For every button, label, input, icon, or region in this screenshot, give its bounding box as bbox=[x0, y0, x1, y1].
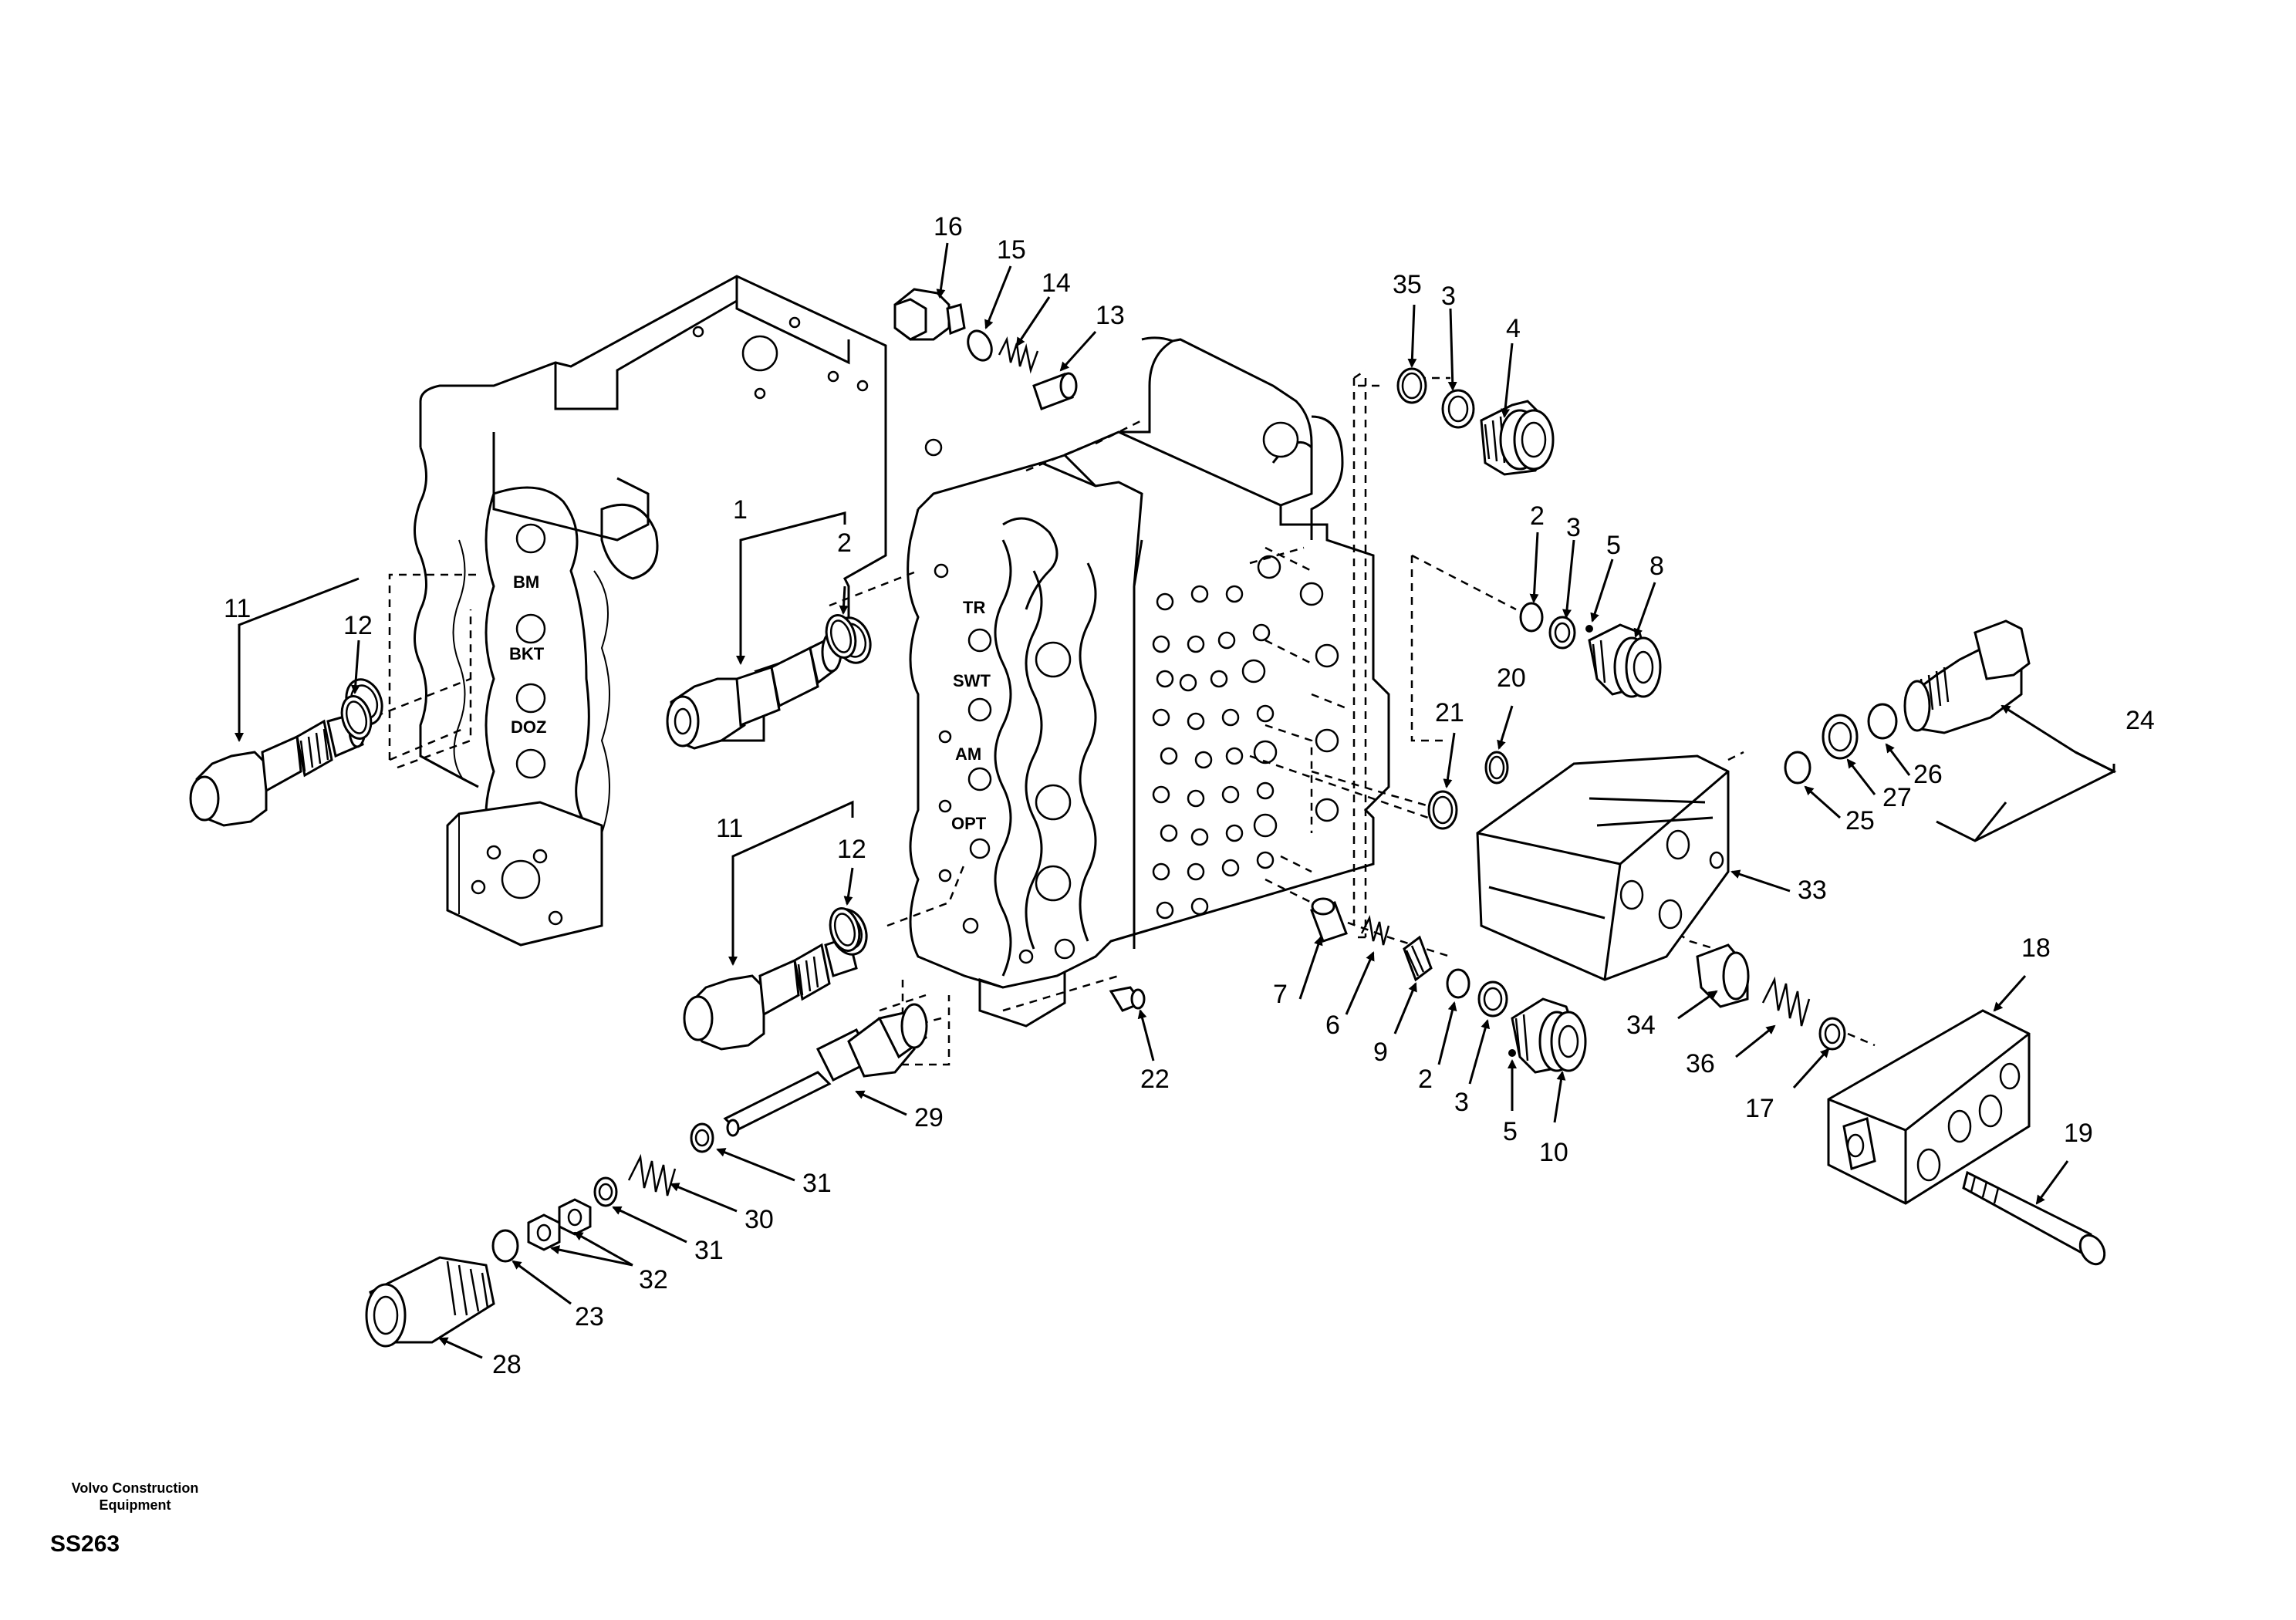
brand-line-1: Volvo Construction bbox=[71, 1480, 199, 1496]
brand-line-2: Equipment bbox=[99, 1497, 171, 1513]
block-18 bbox=[1827, 1009, 2031, 1205]
parts-34-36-17 bbox=[1696, 943, 1846, 1051]
spool-29 bbox=[723, 1003, 928, 1137]
callout-numbers: 16 15 14 13 35 3 4 2 3 5 8 24 26 27 25 2… bbox=[224, 212, 2155, 1379]
callout-26: 26 bbox=[1913, 760, 1943, 789]
label-doz: DOZ bbox=[511, 717, 546, 737]
callout-36: 36 bbox=[1686, 1049, 1715, 1078]
callout-25: 25 bbox=[1845, 806, 1875, 835]
callout-35: 35 bbox=[1393, 270, 1422, 299]
leader-lines bbox=[235, 242, 2117, 1359]
callout-19: 19 bbox=[2064, 1119, 2093, 1148]
parts-24-27 bbox=[1784, 619, 2031, 785]
callout-28: 28 bbox=[492, 1350, 522, 1379]
callout-14: 14 bbox=[1042, 268, 1071, 298]
callout-16: 16 bbox=[934, 212, 963, 241]
o-rings bbox=[340, 614, 1509, 952]
callout-33: 33 bbox=[1798, 876, 1827, 905]
plug-22 bbox=[1109, 986, 1146, 1012]
label-bkt: BKT bbox=[509, 644, 545, 663]
callout-4: 4 bbox=[1506, 314, 1521, 343]
main-valve-body: TR SWT AM OPT bbox=[907, 336, 1390, 1028]
label-bm: BM bbox=[513, 572, 539, 592]
brand-footer: Volvo Construction Equipment bbox=[46, 1480, 224, 1514]
callout-32: 32 bbox=[639, 1265, 668, 1294]
label-tr: TR bbox=[963, 598, 985, 617]
callout-27: 27 bbox=[1882, 783, 1912, 812]
callout-24: 24 bbox=[2125, 706, 2155, 735]
callout-2b: 2 bbox=[837, 528, 852, 558]
label-opt: OPT bbox=[951, 814, 987, 833]
parts-6-7-9-10 bbox=[1310, 897, 1587, 1074]
callout-31b: 31 bbox=[694, 1236, 724, 1265]
brand-name: Volvo Construction Equipment bbox=[46, 1480, 224, 1514]
block-33 bbox=[1476, 754, 1730, 981]
callout-23: 23 bbox=[575, 1302, 604, 1331]
callout-20: 20 bbox=[1497, 663, 1526, 693]
cap-28 bbox=[365, 1256, 495, 1348]
parts-2-3-5-8 bbox=[1519, 602, 1662, 698]
callout-3b: 3 bbox=[1566, 513, 1581, 542]
bolt-19 bbox=[1962, 1170, 2106, 1266]
callout-29: 29 bbox=[914, 1103, 944, 1132]
parts-35-3-4 bbox=[1396, 367, 1555, 476]
callout-12a: 12 bbox=[343, 611, 373, 640]
callout-15: 15 bbox=[997, 235, 1026, 265]
callout-17: 17 bbox=[1745, 1094, 1774, 1123]
callout-21: 21 bbox=[1435, 698, 1464, 727]
callout-3a: 3 bbox=[1441, 282, 1456, 311]
alignment-lines bbox=[362, 369, 1876, 1066]
label-swt: SWT bbox=[953, 671, 991, 690]
parts-13-16 bbox=[893, 288, 1078, 410]
callout-31a: 31 bbox=[802, 1169, 832, 1198]
callout-9: 9 bbox=[1373, 1038, 1388, 1067]
callout-10: 10 bbox=[1539, 1138, 1568, 1167]
callout-11a: 11 bbox=[224, 594, 251, 623]
callout-30: 30 bbox=[745, 1205, 774, 1234]
callout-5b: 5 bbox=[1503, 1117, 1518, 1146]
callout-18: 18 bbox=[2021, 933, 2051, 963]
callout-6: 6 bbox=[1325, 1011, 1340, 1040]
left-valve-block: BM BKT DOZ bbox=[414, 275, 887, 947]
callout-13: 13 bbox=[1096, 301, 1125, 330]
callout-2a: 2 bbox=[1530, 501, 1545, 531]
callout-8: 8 bbox=[1649, 552, 1664, 581]
callout-3c: 3 bbox=[1454, 1088, 1469, 1117]
callout-22: 22 bbox=[1140, 1065, 1170, 1094]
callout-12b: 12 bbox=[837, 835, 866, 864]
parts-30-32 bbox=[491, 1122, 714, 1263]
callout-11b: 11 bbox=[716, 814, 743, 843]
callout-2c: 2 bbox=[1418, 1065, 1433, 1094]
label-am: AM bbox=[955, 744, 981, 764]
callout-7: 7 bbox=[1273, 980, 1288, 1009]
diagram-code: SS263 bbox=[50, 1531, 120, 1557]
callout-5a: 5 bbox=[1606, 531, 1621, 560]
callout-1: 1 bbox=[733, 495, 748, 525]
valve-port-matrix bbox=[1152, 555, 1339, 920]
callout-34: 34 bbox=[1626, 1011, 1656, 1040]
